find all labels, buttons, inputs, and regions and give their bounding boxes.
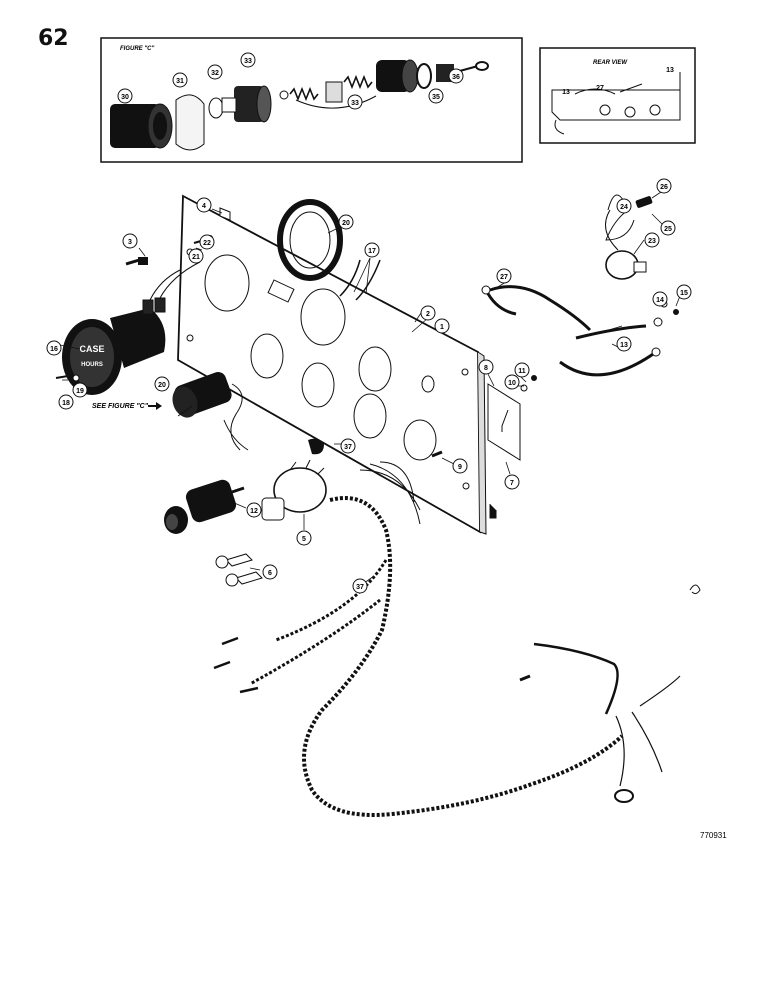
part-23-sender: [605, 209, 647, 280]
rear-view-caption: REAR VIEW: [593, 60, 628, 66]
part-33-spring-element: [279, 74, 377, 109]
inset-callouts: 30 31 32 33 33 35 36: [117, 52, 464, 110]
callout-12: 12: [250, 508, 258, 515]
part-36-wiring-harness: [213, 461, 681, 817]
callout-23: 23: [648, 238, 656, 245]
callout-2: 2: [426, 311, 430, 318]
instrument-panel: [177, 194, 497, 535]
part-6-keys: [215, 553, 263, 587]
part-20-gasket: [277, 199, 343, 281]
part-32-lock-nut: [221, 85, 272, 123]
callout-17: 17: [368, 248, 376, 255]
callout-37: 37: [344, 444, 352, 451]
callout-27: 27: [500, 274, 508, 281]
callout-11: 11: [518, 368, 526, 375]
part-34-socket-body: [376, 59, 432, 93]
callout-22: 22: [203, 240, 211, 247]
callout-9: 9: [458, 464, 462, 471]
callout-10: 10: [508, 380, 516, 387]
callout-13: 13: [620, 342, 628, 349]
callout-19: 19: [76, 388, 84, 395]
callout-4: 4: [202, 203, 206, 210]
callout-5: 5: [302, 536, 306, 543]
callout-30: 31: [176, 78, 184, 85]
callout-35: 36: [452, 74, 460, 81]
callout-33-inset: 33: [351, 100, 359, 107]
callout-13-rear-b: 13: [666, 67, 674, 74]
part-16-hour-meter: CASE HOURS: [62, 261, 201, 395]
part-24-wire: [605, 194, 635, 241]
part-17-wire-ends: [339, 259, 381, 301]
main-callouts: 1 2 3 4 5 6 7 8 9 10 11 12 13 14 15 16 1…: [46, 178, 692, 594]
callout-13-rear: 13: [562, 89, 570, 96]
part-7-8-bracket: [487, 383, 521, 461]
reference-code: 770931: [700, 831, 727, 840]
callout-15: 15: [680, 290, 688, 297]
gauge-brand-text: CASE: [79, 344, 104, 354]
callout-24: 24: [620, 204, 628, 211]
callout-1: 1: [440, 324, 444, 331]
part-29-socket-shell: [110, 103, 173, 149]
rear-view-inset: REAR VIEW 13 27 13: [539, 47, 696, 144]
page-number: 62: [38, 26, 69, 51]
see-figure-text: SEE FIGURE "C": [92, 403, 149, 410]
callout-36: 37: [356, 584, 364, 591]
see-figure-note: SEE FIGURE "C": [92, 402, 162, 410]
part-5-ignition-switch: [261, 459, 327, 521]
callout-20-lighter: 20: [158, 382, 166, 389]
callout-34: 35: [432, 94, 440, 101]
callout-32: 33: [244, 58, 252, 65]
callout-27-rear: 27: [596, 85, 604, 92]
callout-25: 25: [664, 226, 672, 233]
callout-14: 14: [656, 297, 664, 304]
callout-31: 32: [211, 70, 219, 77]
inset-figure-c: FIGURE "C": [100, 37, 523, 163]
figure-c-caption: FIGURE "C": [120, 46, 155, 52]
gauge-face-text: HOURS: [81, 362, 103, 368]
callout-18: 18: [62, 400, 70, 407]
stray-mark: [689, 584, 701, 595]
part-30-sleeve: [175, 94, 205, 151]
part-37-knob: [308, 438, 324, 455]
callout-21: 21: [192, 254, 200, 261]
callout-8: 8: [484, 365, 488, 372]
part-31-ring: [208, 97, 224, 119]
part-12-light-switch: [164, 479, 245, 534]
part-26-connector: [635, 196, 653, 208]
callout-3: 3: [128, 239, 132, 246]
part-28-lighter: [172, 371, 249, 451]
callout-20-gasket: 20: [342, 220, 350, 227]
callout-16: 16: [50, 346, 58, 353]
callout-29: 30: [121, 94, 129, 101]
callout-6: 6: [268, 570, 272, 577]
callout-26: 26: [660, 184, 668, 191]
ground-cables: [481, 285, 663, 377]
callout-7: 7: [510, 480, 514, 487]
